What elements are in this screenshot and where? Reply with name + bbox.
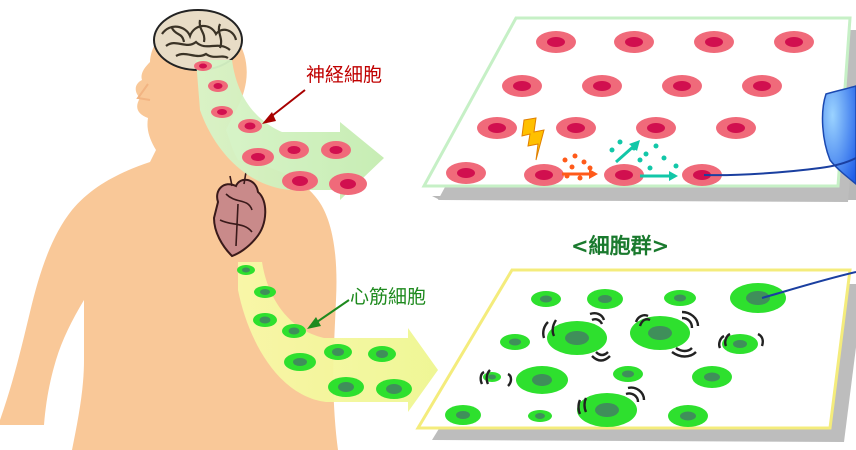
neuron-cell [194,61,212,71]
cardiac-cell [368,346,396,362]
neuron-cell [282,171,318,191]
neuron-cell [582,75,622,97]
neuron-cell [279,141,309,159]
neuron-label: 神経細胞 [306,60,382,87]
cardiac-cell [284,353,316,371]
cardiac-cell [587,289,623,309]
cardiac-cell [613,366,643,382]
cardiac-cell [445,405,481,425]
neuron-cell [321,141,351,159]
neuron-cell [446,162,486,184]
cardiac-cell [254,286,276,298]
neuron-cell [208,80,228,92]
neuron-cell [636,117,676,139]
neuron-cell [242,148,274,166]
cell-group-label: <細胞群> [571,230,669,260]
cardiac-cell [531,291,561,307]
cardiac-cell [630,316,690,350]
neuron-cell [614,31,654,53]
cardiac-cell [730,283,786,313]
human-silhouette [0,21,338,450]
neuron-cell [716,117,756,139]
cardiac-cell [237,265,255,275]
neuron-cell [742,75,782,97]
cardiac-culture-plate [418,270,856,442]
neuron-cell [604,164,644,186]
neuron-cell [662,75,702,97]
cardiac-cell [328,377,364,397]
neuron-cell [556,117,596,139]
neuron-cell [536,31,576,53]
neuron-cell [774,31,814,53]
neuron-cell [477,117,517,139]
neuron-cell [694,31,734,53]
cardiac-cell [253,313,277,327]
cardiac-cell [282,324,306,338]
neuron-pointer [262,90,305,124]
neuron-cell [211,106,233,118]
neuron-cell [524,164,564,186]
cardiac-cell [547,321,607,355]
cardiac-cell [664,290,696,306]
cardiac-cell [528,410,552,422]
cardiac-cell [376,379,412,399]
cardiac-cell [692,366,732,388]
neuron-cell [238,119,262,133]
cardiac-cell [324,344,352,360]
neuron-cell [329,173,367,195]
cardiac-label: 心筋細胞 [350,282,426,309]
cardiac-cell [668,405,708,427]
cardiac-cell [500,334,530,350]
cardiac-cell [516,366,568,394]
neuron-cell [502,75,542,97]
